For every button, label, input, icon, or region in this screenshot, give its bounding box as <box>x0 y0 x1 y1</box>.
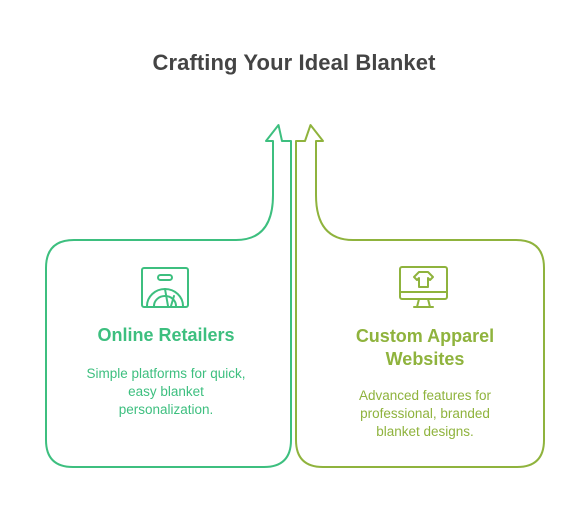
monitor-shirt-icon <box>399 266 448 308</box>
shopping-bag-icon <box>141 267 189 308</box>
card-description-online-retailers: Simple platforms for quick, easy blanket… <box>86 366 246 417</box>
diagram-title: Crafting Your Ideal Blanket <box>152 50 436 75</box>
card-title-custom-apparel-websites: Custom Apparel Websites <box>355 326 495 369</box>
right-card-outline <box>295 124 545 468</box>
card-title-online-retailers: Online Retailers <box>97 325 235 345</box>
card-description-custom-apparel-websites: Advanced features for professional, bran… <box>358 388 492 439</box>
left-card-outline <box>45 124 292 468</box>
